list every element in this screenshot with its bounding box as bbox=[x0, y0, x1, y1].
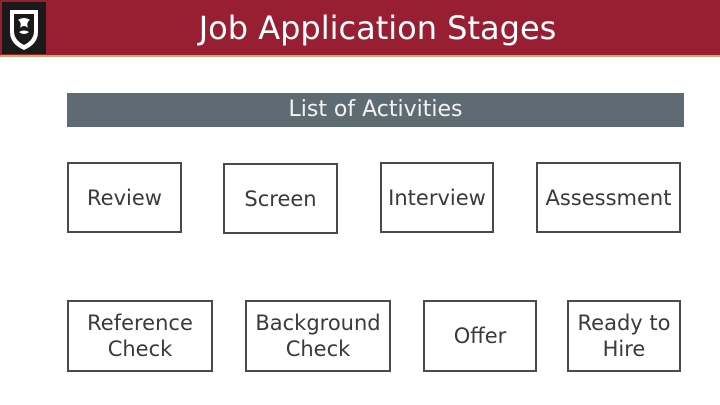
stage-interview: Interview bbox=[380, 162, 494, 233]
university-logo bbox=[2, 2, 46, 54]
stage-reference-check: Reference Check bbox=[67, 300, 213, 372]
stage-screen: Screen bbox=[223, 163, 338, 234]
header-divider bbox=[0, 55, 720, 57]
stage-background-check: Background Check bbox=[245, 300, 391, 372]
stage-review: Review bbox=[67, 162, 182, 233]
stage-offer: Offer bbox=[423, 300, 537, 372]
stage-ready-to-hire: Ready to Hire bbox=[567, 300, 681, 372]
page-title: Job Application Stages bbox=[198, 9, 557, 47]
list-of-activities-bar: List of Activities bbox=[67, 93, 684, 127]
stage-assessment: Assessment bbox=[536, 162, 681, 233]
header-banner: Job Application Stages bbox=[0, 0, 720, 55]
